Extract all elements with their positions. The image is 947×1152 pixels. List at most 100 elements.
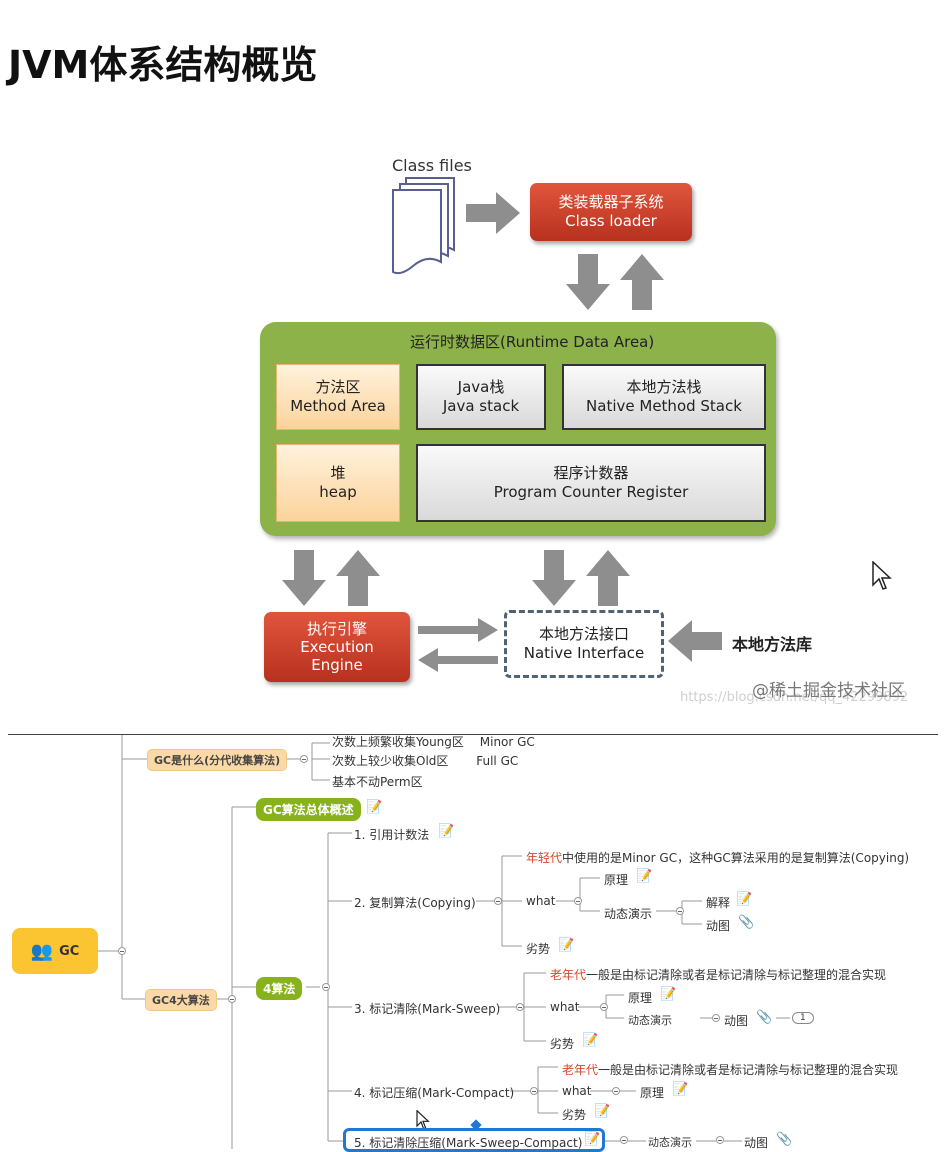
- gc-what-item[interactable]: 次数上频繁收集Young区 Minor GC: [332, 733, 535, 750]
- collapse-toggle-icon[interactable]: [300, 755, 308, 763]
- collapse-toggle-icon[interactable]: [574, 897, 582, 905]
- execution-engine-en2: Engine: [311, 656, 363, 674]
- execution-engine-box: 执行引擎 Execution Engine: [264, 612, 410, 682]
- algo-mark-sweep[interactable]: 3. 标记清除(Mark-Sweep): [354, 1002, 501, 1016]
- what-node[interactable]: what: [550, 1000, 580, 1014]
- attachment-icon[interactable]: 📎: [776, 1132, 793, 1147]
- arrow-up-icon: [620, 254, 664, 310]
- program-counter-cn: 程序计数器: [553, 464, 629, 482]
- note-icon[interactable]: 📝: [584, 1132, 601, 1147]
- principle-node[interactable]: 原理: [640, 1086, 665, 1100]
- execution-engine-cn: 执行引擎: [306, 620, 367, 638]
- class-loader-en: Class loader: [565, 212, 657, 230]
- java-stack-en: Java stack: [442, 397, 520, 415]
- explain-node[interactable]: 解释: [706, 896, 731, 910]
- heap-cell: 堆 heap: [276, 444, 400, 522]
- method-area-cn: 方法区: [315, 378, 361, 396]
- gc4-node[interactable]: GC4大算法: [146, 990, 216, 1010]
- method-area-en: Method Area: [290, 397, 386, 415]
- attachment-icon[interactable]: 📎: [756, 1010, 773, 1025]
- native-interface-cn: 本地方法接口: [538, 625, 629, 643]
- native-method-stack-cn: 本地方法栈: [626, 378, 702, 396]
- demo-node[interactable]: 动态演示: [604, 907, 653, 921]
- note-icon[interactable]: 📝: [558, 938, 575, 953]
- arrow-right-icon: [466, 192, 520, 234]
- algo-mark-sweep-old-desc: 老年代一般是由标记清除或者是标记清除与标记整理的混合实现: [550, 966, 886, 983]
- disadvantage-node[interactable]: 劣势: [526, 942, 551, 956]
- collapse-toggle-icon[interactable]: [118, 947, 126, 955]
- class-files-icon: [392, 177, 455, 275]
- count-badge[interactable]: 1: [792, 1012, 814, 1024]
- algo-ref-count[interactable]: 1. 引用计数法: [354, 828, 430, 842]
- old-gen-desc: 一般是由标记清除或者是标记清除与标记整理的混合实现: [586, 968, 887, 982]
- method-area-cell: 方法区 Method Area: [276, 364, 400, 430]
- section-divider: [8, 734, 938, 735]
- collapse-toggle-icon[interactable]: [676, 907, 684, 915]
- arrow-up-icon: [586, 550, 630, 606]
- what-node[interactable]: what: [526, 894, 556, 908]
- class-loader-cn: 类装载器子系统: [558, 193, 664, 211]
- what-node[interactable]: what: [562, 1084, 592, 1098]
- gif-node[interactable]: 动图: [744, 1136, 769, 1150]
- principle-node[interactable]: 原理: [604, 873, 629, 887]
- note-icon[interactable]: 📝: [438, 824, 455, 839]
- gc-what-node[interactable]: GC是什么(分代收集算法): [148, 750, 287, 770]
- collapse-toggle-icon[interactable]: [600, 1003, 608, 1011]
- four-algos-node[interactable]: 4算法: [256, 977, 303, 1000]
- principle-node[interactable]: 原理: [628, 991, 653, 1005]
- gc-root-node[interactable]: 👥 GC: [12, 928, 98, 974]
- collapse-toggle-icon[interactable]: [322, 983, 330, 991]
- mouse-cursor-icon: [872, 561, 892, 590]
- disadvantage-node[interactable]: 劣势: [550, 1037, 575, 1051]
- disadvantage-node[interactable]: 劣势: [562, 1108, 587, 1122]
- heap-cn: 堆: [330, 464, 346, 482]
- watermark-url: https://blog.csdn.net/qq_42299892: [680, 690, 909, 705]
- arrow-down-icon: [566, 254, 610, 310]
- overview-node[interactable]: GC算法总体概述: [256, 798, 361, 821]
- gif-node[interactable]: 动图: [724, 1014, 749, 1028]
- native-method-stack-cell: 本地方法栈 Native Method Stack: [562, 364, 766, 430]
- gif-node[interactable]: 动图: [706, 919, 731, 933]
- gc-what-item[interactable]: 基本不动Perm区: [332, 773, 423, 790]
- native-library-label: 本地方法库: [732, 635, 813, 654]
- algo-mark-compact-old-desc: 老年代一般是由标记清除或者是标记清除与标记整理的混合实现: [562, 1061, 898, 1078]
- young-gen-highlight: 年轻代: [526, 851, 563, 865]
- demo-node[interactable]: 动态演示: [648, 1136, 692, 1149]
- collapse-toggle-icon[interactable]: [228, 995, 236, 1003]
- note-icon[interactable]: 📝: [660, 987, 677, 1002]
- class-files-label: Class files: [392, 156, 472, 175]
- collapse-toggle-icon[interactable]: [530, 1087, 538, 1095]
- demo-node[interactable]: 动态演示: [628, 1014, 672, 1027]
- collapse-toggle-icon[interactable]: [494, 897, 502, 905]
- collapse-toggle-icon[interactable]: [716, 1136, 724, 1144]
- note-icon[interactable]: 📝: [366, 800, 383, 815]
- program-counter-cell: 程序计数器 Program Counter Register: [416, 444, 766, 522]
- old-gen-highlight: 老年代: [562, 1063, 599, 1077]
- note-icon[interactable]: 📝: [736, 892, 753, 907]
- collapse-toggle-icon[interactable]: [516, 1003, 524, 1011]
- gc-what-item[interactable]: 次数上较少收集Old区 Full GC: [332, 752, 518, 769]
- arrow-down-icon: [532, 550, 576, 606]
- collapse-toggle-icon[interactable]: [712, 1014, 720, 1022]
- java-stack-cn: Java栈: [457, 378, 505, 396]
- note-icon[interactable]: 📝: [672, 1082, 689, 1097]
- gc-what-item-text: 次数上较少收集Old区: [332, 754, 449, 768]
- old-gen-desc: 一般是由标记清除或者是标记清除与标记整理的混合实现: [598, 1063, 899, 1077]
- people-icon: 👥: [30, 940, 54, 962]
- note-icon[interactable]: 📝: [594, 1104, 611, 1119]
- program-counter-en: Program Counter Register: [493, 483, 689, 501]
- note-icon[interactable]: 📝: [582, 1033, 599, 1048]
- arrow-left-icon: [668, 620, 722, 662]
- arrow-down-icon: [282, 550, 326, 606]
- note-icon[interactable]: 📝: [636, 869, 653, 884]
- attachment-icon[interactable]: 📎: [738, 915, 755, 930]
- algo-copying-young-desc: 年轻代中使用的是Minor GC，这种GC算法采用的是复制算法(Copying): [526, 849, 909, 866]
- arrow-right-icon: [418, 618, 498, 642]
- collapse-toggle-icon[interactable]: [612, 1087, 620, 1095]
- algo-copying[interactable]: 2. 复制算法(Copying): [354, 896, 476, 910]
- arrow-left-icon: [418, 648, 498, 672]
- native-interface-box: 本地方法接口 Native Interface: [504, 610, 664, 678]
- algo-mark-compact[interactable]: 4. 标记压缩(Mark-Compact): [354, 1086, 515, 1100]
- algo-mark-sweep-compact[interactable]: 5. 标记清除压缩(Mark-Sweep-Compact): [354, 1136, 583, 1150]
- collapse-toggle-icon[interactable]: [620, 1136, 628, 1144]
